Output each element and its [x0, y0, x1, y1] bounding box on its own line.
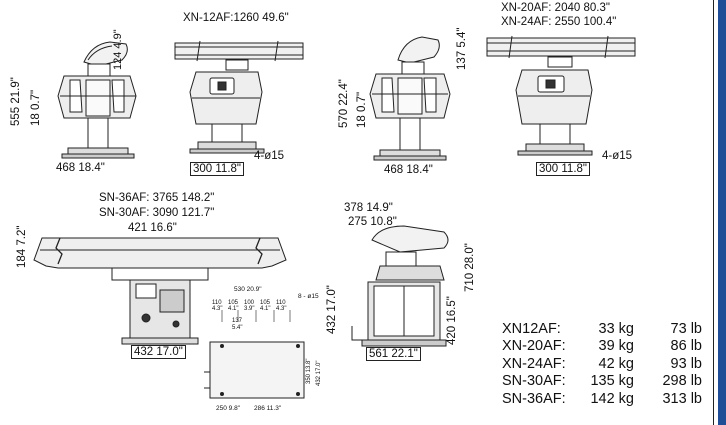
xn20-width-label: XN-20AF: 2040 80.3" — [501, 2, 610, 14]
xn20-bolt-span: 300 11.8" — [536, 162, 590, 176]
sn-base-side-a: 350 13.8" — [306, 358, 312, 385]
sn-base-drawing — [204, 310, 305, 399]
xn20-base-height: 18 0.7" — [356, 91, 368, 128]
xn12-bolt-span: 300 11.8" — [190, 162, 244, 176]
sn-base-bottom-b: 286 11.3" — [254, 405, 282, 412]
sn36-width: SN-36AF: 3765 148.2" — [99, 192, 215, 204]
xn12-depth: 468 18.4" — [56, 162, 105, 174]
xn20-front-drawing — [486, 35, 636, 156]
xn12-base-height: 18 0.7" — [30, 89, 42, 126]
xn12-pedestal-drawing — [57, 41, 137, 159]
xn12-width-label: XN-12AF:1260 49.6" — [183, 12, 289, 24]
sn30-width: SN-30AF: 3090 121.7" — [99, 207, 215, 219]
sn-rotation-center: 421 16.6" — [128, 222, 177, 234]
xn20-total-height: 570 22.4" — [338, 79, 350, 128]
sn-base-hole-spacing-1: 110 4.3" — [212, 300, 223, 312]
sn-side-420: 420 16.5" — [446, 296, 458, 345]
sn-side-dim-b: 275 10.8" — [348, 216, 397, 228]
sn-base-center-in: 5.4" — [232, 325, 243, 331]
sn-side-height-432: 432 17.0" — [326, 285, 338, 334]
weight-row: XN12AF: 33 kg 73 lb — [502, 321, 702, 337]
xn12-front-drawing — [174, 40, 304, 154]
sn-base-hole-spacing-5: 110 4.3" — [276, 300, 287, 312]
xn12-holes: 4-ø15 — [254, 150, 285, 162]
sn-side-dim-a: 378 14.9" — [344, 202, 393, 214]
sn-base-center-mm: 137 — [232, 318, 243, 324]
xn20-pedestal-drawing — [369, 36, 451, 161]
sn-sweep-height: 184 7.2" — [16, 225, 28, 268]
sn-front-base-width: 432 17.0" — [131, 345, 186, 359]
sn-base-holes: 8 - ø15 — [298, 293, 319, 300]
weight-row: SN-30AF: 135 kg 298 lb — [502, 373, 702, 390]
weight-row: SN-36AF: 142 kg 313 lb — [502, 390, 702, 407]
sn-base-top-width: 530 20.9" — [234, 286, 262, 293]
sn-side-drawing — [351, 225, 449, 347]
xn24-width-label: XN-24AF: 2550 100.4" — [501, 16, 617, 28]
sn-base-hole-spacing-4: 105 4.1" — [260, 300, 271, 312]
xn12-total-height: 555 21.9" — [10, 77, 22, 126]
sn-base-hole-spacing-3: 100 3.9" — [244, 300, 255, 312]
sn-base-bottom-a: 250 9.8" — [216, 405, 240, 412]
accent-bar — [718, 0, 726, 425]
weight-row: XN-24AF: 42 kg 93 lb — [502, 355, 702, 372]
sn-front-drawing — [33, 237, 287, 345]
xn20-holes: 4-ø15 — [602, 150, 633, 162]
xn20-depth: 468 18.4" — [384, 164, 433, 176]
weight-row: XN-20AF: 39 kg 86 lb — [502, 338, 702, 355]
xn12-sweep-height: 124 4.9" — [112, 29, 124, 70]
xn20-sweep-height: 137 5.4" — [456, 27, 468, 70]
sn-side-total-height: 710 28.0" — [464, 243, 476, 292]
frame-border — [713, 0, 714, 425]
sn-base-side-b: 432 17.0" — [316, 360, 322, 387]
weight-table: XN12AF: 33 kg 73 lb XN-20AF: 39 kg 86 lb… — [502, 321, 702, 408]
sn-side-depth: 561 22.1" — [366, 347, 421, 361]
sn-base-hole-spacing-2: 105 4.1" — [228, 300, 239, 312]
